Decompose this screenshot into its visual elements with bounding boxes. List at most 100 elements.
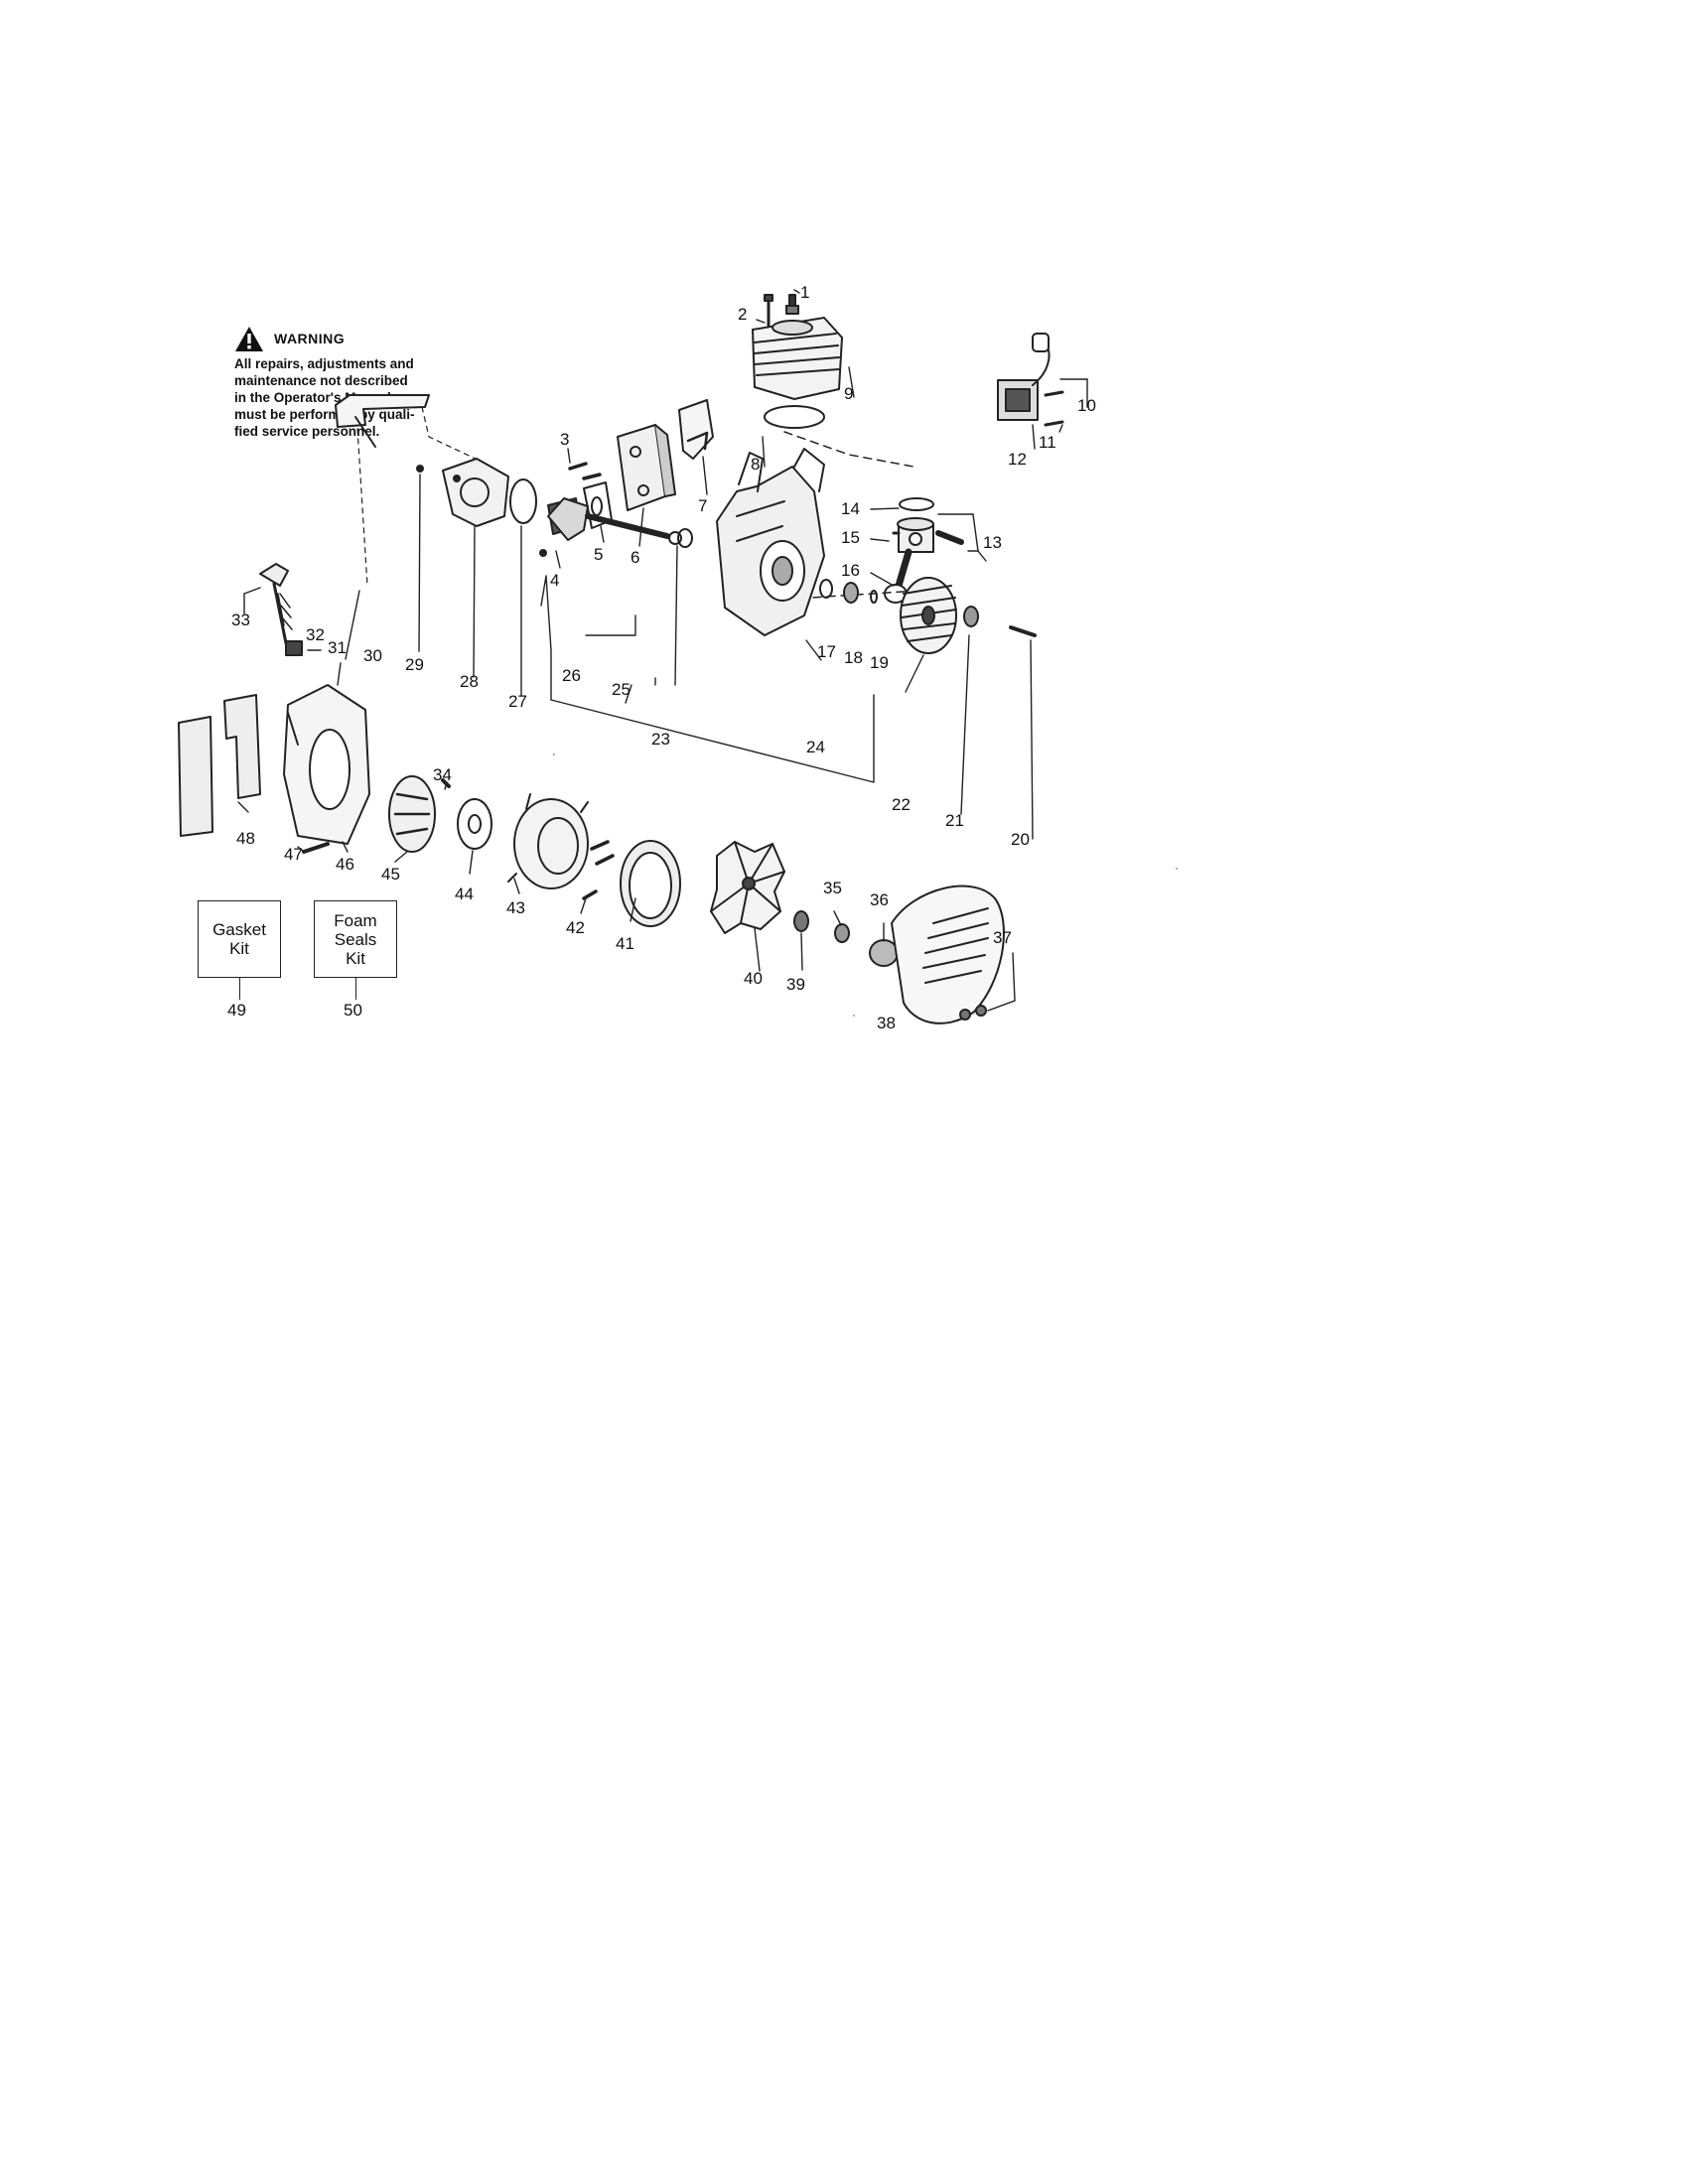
callout-11: 11 xyxy=(1039,433,1056,452)
warning-notice: WARNING All repairs, adjustments and mai… xyxy=(234,326,473,440)
muffler-bolt xyxy=(568,462,602,480)
gasket-kit-label: Gasket Kit xyxy=(212,920,266,958)
callout-3: 3 xyxy=(560,430,569,449)
foam-seal xyxy=(178,694,261,837)
gasket-kit-number: 49 xyxy=(227,1001,246,1020)
gasket-kit-leader xyxy=(239,978,240,1000)
callout-35: 35 xyxy=(823,879,842,897)
assembly-leader xyxy=(421,406,483,463)
woodruff-key xyxy=(870,590,878,604)
warning-line: must be performed by quali- xyxy=(234,407,415,422)
callout-48: 48 xyxy=(236,829,255,848)
callout-46: 46 xyxy=(336,855,354,874)
callout-17: 17 xyxy=(817,642,836,661)
ignition-module xyxy=(997,333,1051,421)
crankcase-bearing xyxy=(843,582,859,604)
callout-31: 31 xyxy=(328,638,347,657)
o-ring xyxy=(509,478,537,524)
callout-22: 22 xyxy=(892,795,911,814)
callout-14: 14 xyxy=(841,499,860,518)
callout-16: 16 xyxy=(841,561,860,580)
piston-pin xyxy=(892,530,964,545)
housing-screw xyxy=(302,842,330,854)
fan-housing xyxy=(507,793,589,889)
callout-numbers: 1 2 3 4 5 6 7 8 9 10 11 12 13 14 15 16 1… xyxy=(231,283,1096,1032)
crankshaft xyxy=(547,497,682,545)
callout-23: 23 xyxy=(651,730,670,749)
warning-title: WARNING xyxy=(274,331,346,346)
assembly-leader xyxy=(550,694,875,783)
flywheel xyxy=(900,577,957,654)
callout-26: 26 xyxy=(562,666,581,685)
warning-line: fied service personnel. xyxy=(234,424,380,439)
recoil-housing xyxy=(283,684,370,845)
callout-41: 41 xyxy=(616,934,634,953)
callout-40: 40 xyxy=(744,969,763,988)
impeller xyxy=(710,841,785,934)
callout-24: 24 xyxy=(806,738,825,756)
blower-cover-screw xyxy=(959,1005,987,1021)
impeller-spacer xyxy=(869,939,899,967)
warning-line: All repairs, adjustments and xyxy=(234,356,414,371)
warning-line: maintenance not described xyxy=(234,373,408,388)
foam-seals-kit-number: 50 xyxy=(344,1001,362,1020)
flywheel-key xyxy=(1009,625,1037,637)
callout-10: 10 xyxy=(1077,396,1096,415)
callout-4: 4 xyxy=(550,571,559,590)
assembly-leader xyxy=(783,431,914,468)
piston-ring xyxy=(899,497,934,511)
callout-38: 38 xyxy=(877,1014,896,1032)
callout-25: 25 xyxy=(612,680,631,699)
callout-30: 30 xyxy=(363,646,382,665)
callout-7: 7 xyxy=(698,496,707,515)
scan-specks xyxy=(553,753,1178,1017)
callout-37: 37 xyxy=(993,928,1012,947)
callout-47: 47 xyxy=(284,845,303,864)
piston xyxy=(897,517,934,553)
handle xyxy=(335,394,430,448)
callout-28: 28 xyxy=(460,672,479,691)
foam-seals-kit-box: Foam Seals Kit xyxy=(314,900,397,978)
impeller-washer xyxy=(834,923,850,943)
callout-45: 45 xyxy=(381,865,400,884)
callout-15: 15 xyxy=(841,528,860,547)
assembly-leader xyxy=(356,428,368,587)
starter-handle xyxy=(259,563,293,645)
callout-5: 5 xyxy=(594,545,603,564)
gasket-kit-box: Gasket Kit xyxy=(198,900,281,978)
callout-2: 2 xyxy=(738,305,747,324)
callout-19: 19 xyxy=(870,653,889,672)
fan-housing-screw xyxy=(582,840,615,900)
callout-21: 21 xyxy=(945,811,964,830)
cylinder-bolt xyxy=(764,294,773,330)
adapter-screw xyxy=(416,465,424,473)
crankcase-seal xyxy=(819,579,833,599)
cylinder-gasket xyxy=(764,405,825,429)
callout-29: 29 xyxy=(405,655,424,674)
callout-42: 42 xyxy=(566,918,585,937)
carburetor-adapter xyxy=(442,458,509,527)
callout-39: 39 xyxy=(786,975,805,994)
muffler-shield xyxy=(678,399,714,460)
callout-36: 36 xyxy=(870,890,889,909)
foam-seals-kit-leader xyxy=(355,978,356,1000)
callout-34: 34 xyxy=(433,765,452,784)
callout-43: 43 xyxy=(506,898,525,917)
module-screw xyxy=(1044,390,1064,427)
starter-rope-guide xyxy=(285,640,303,656)
callout-1: 1 xyxy=(800,283,809,302)
warning-triangle-icon xyxy=(235,327,263,351)
callout-27: 27 xyxy=(508,692,527,711)
blower-cover xyxy=(891,885,1005,1024)
callout-13: 13 xyxy=(983,533,1002,552)
callout-9: 9 xyxy=(844,384,853,403)
callout-20: 20 xyxy=(1011,830,1030,849)
callout-8: 8 xyxy=(751,455,760,474)
callout-18: 18 xyxy=(844,648,863,667)
flywheel-nut xyxy=(963,606,979,627)
callout-6: 6 xyxy=(631,548,639,567)
muffler xyxy=(617,424,676,511)
callout-33: 33 xyxy=(231,611,250,629)
starter-washer xyxy=(457,798,492,850)
